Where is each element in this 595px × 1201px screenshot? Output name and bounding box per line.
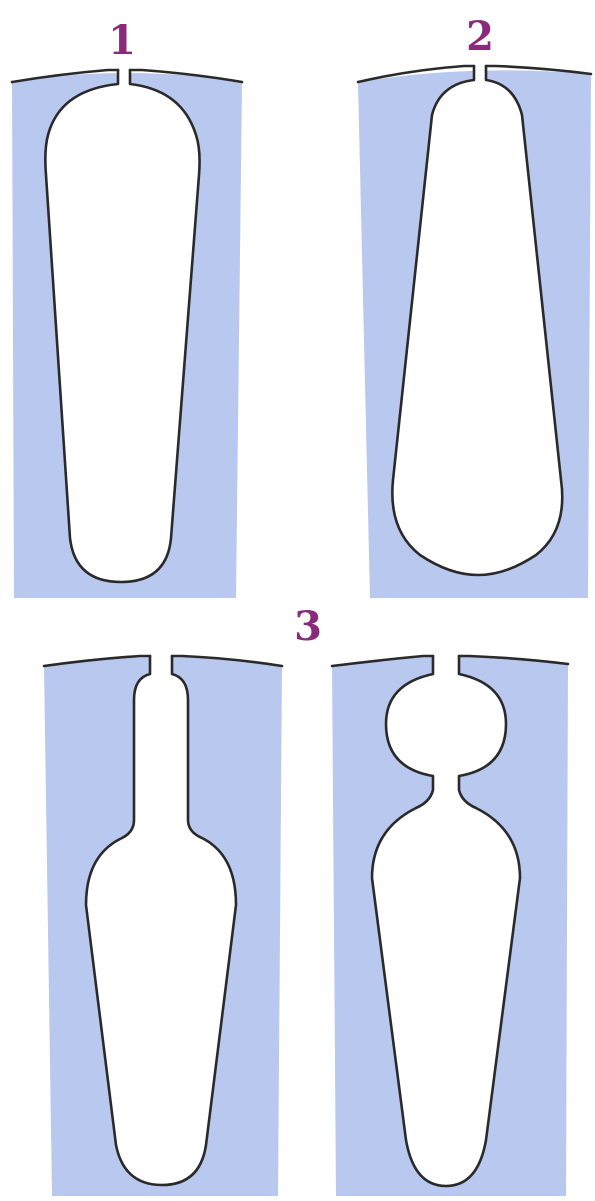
panel-2 xyxy=(358,66,591,598)
panel-3-label: 3 xyxy=(294,603,322,650)
panel-3-left xyxy=(44,656,282,1196)
panel-2-label: 2 xyxy=(466,13,494,60)
panel-3-right xyxy=(332,656,568,1196)
panel-1-label: 1 xyxy=(108,17,136,64)
panel-1 xyxy=(12,70,242,598)
